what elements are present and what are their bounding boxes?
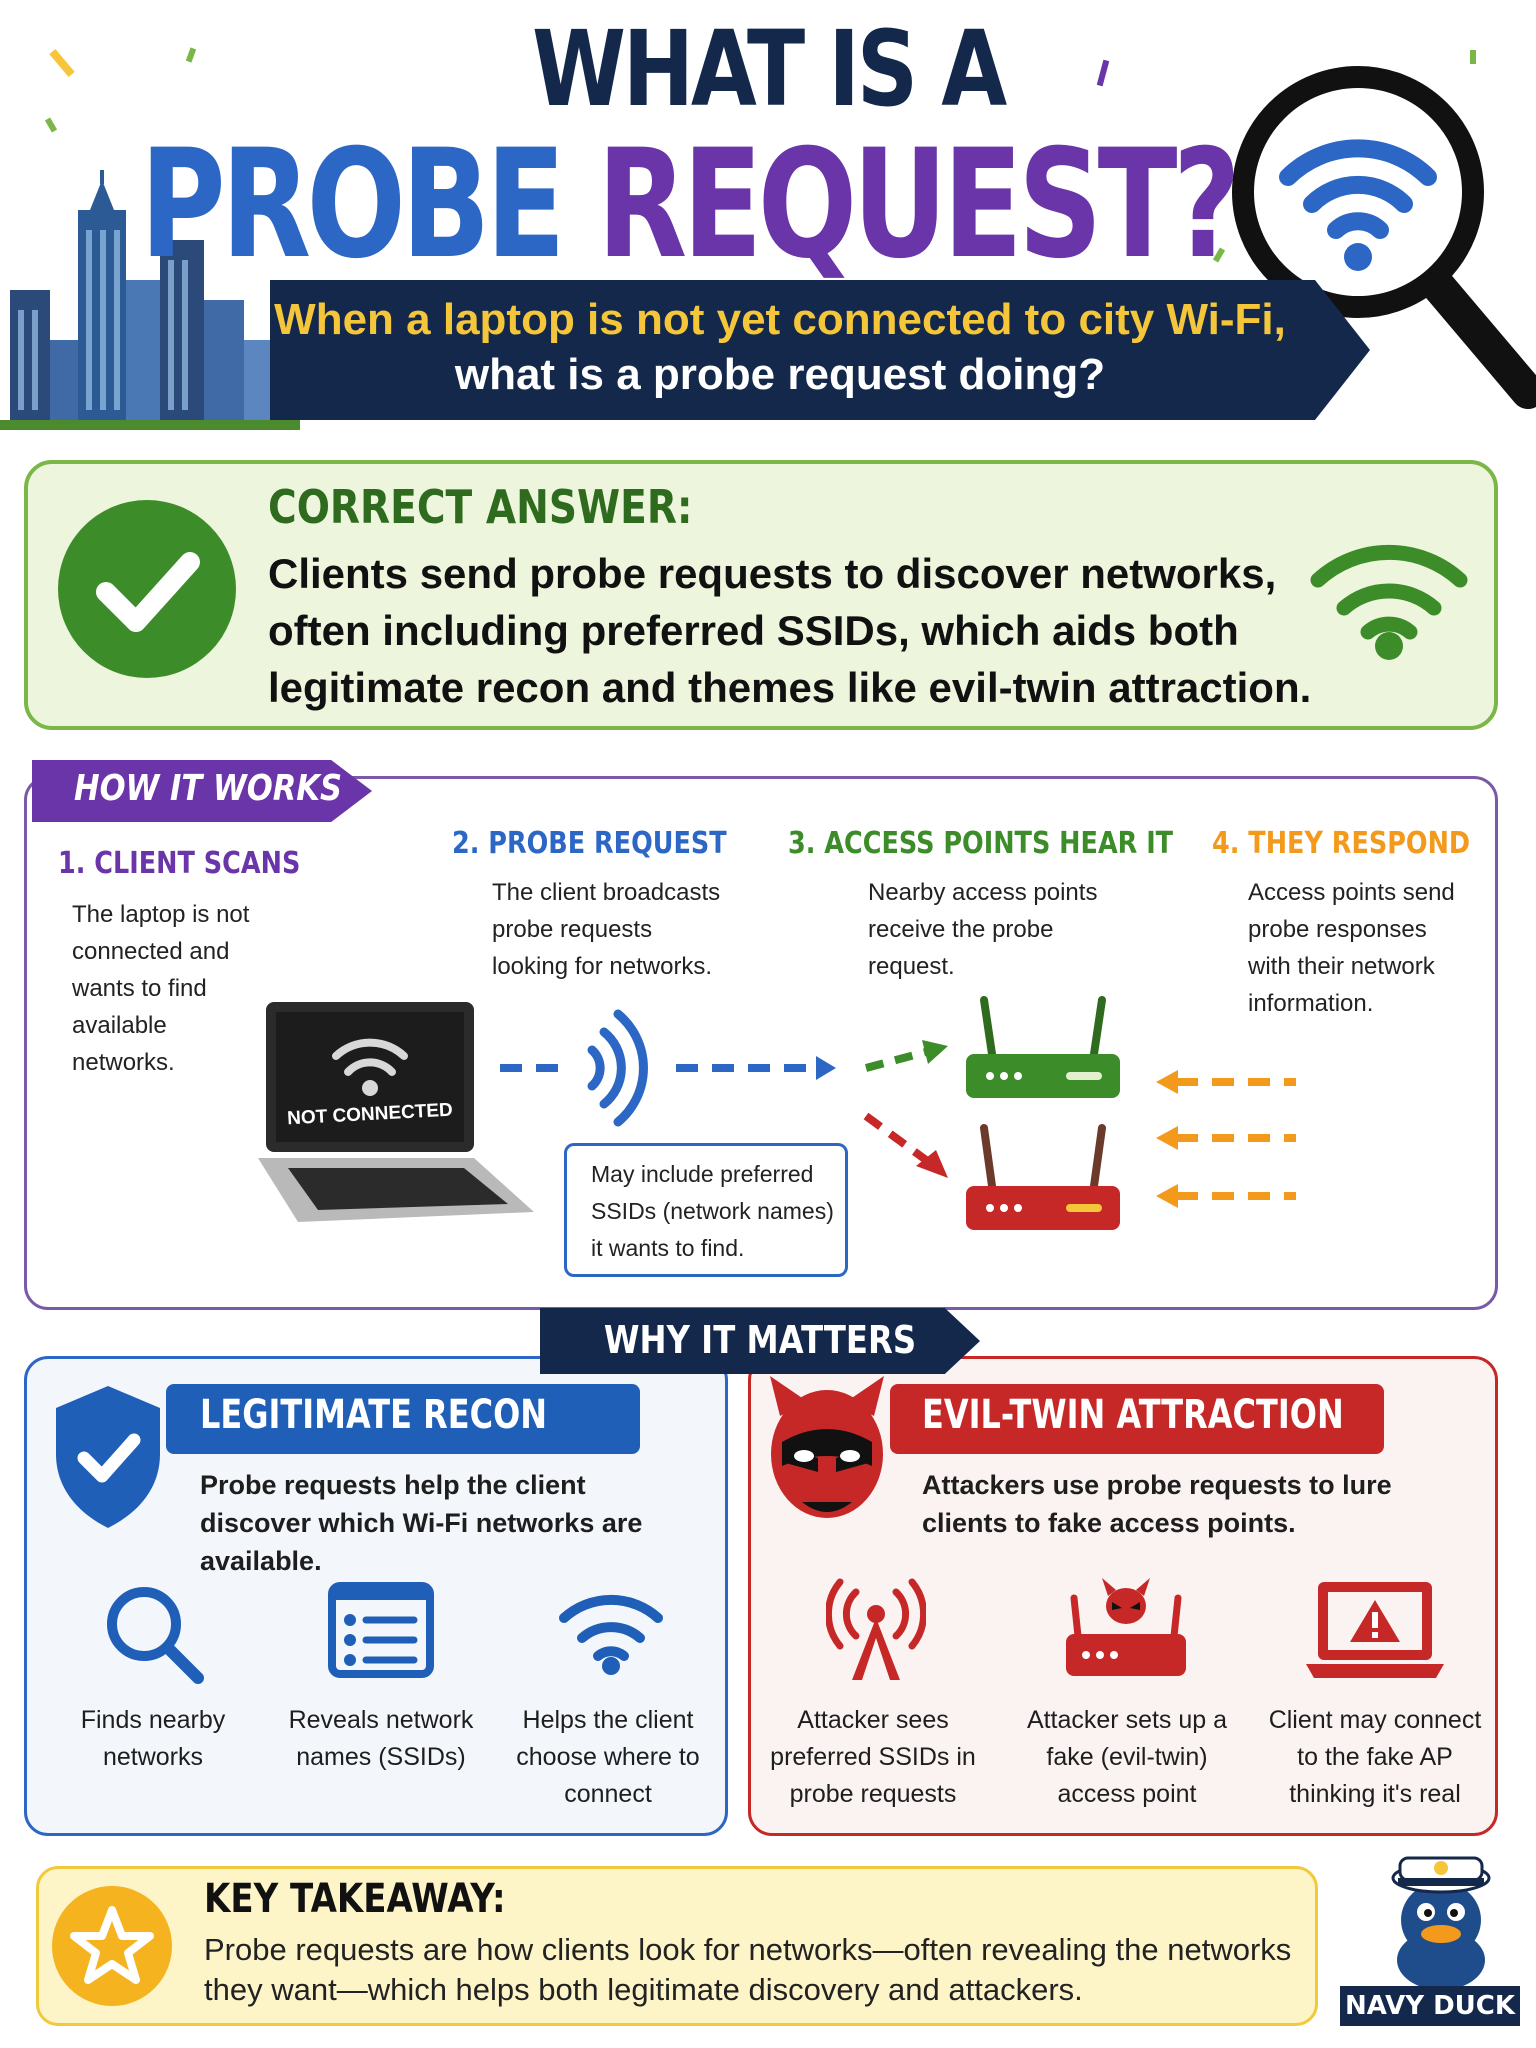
step-4-text: Access points send probe responses with …	[1248, 879, 1455, 1017]
evil-item-3: Client may connect to the fake AP thinki…	[1268, 1706, 1482, 1808]
step-3-title: 3. ACCESS POINTS HEAR IT	[788, 826, 1174, 861]
legitimate-recon-desc: Probe requests help the client discover …	[200, 1470, 643, 1576]
magnifier-wifi-icon	[1232, 66, 1536, 409]
router-red-icon	[966, 1124, 1120, 1230]
why-it-matters-label: WHY IT MATTERS	[603, 1318, 917, 1362]
correct-answer-panel	[24, 460, 1498, 730]
subtitle-banner	[270, 280, 1370, 420]
shield-check-icon	[56, 1386, 160, 1528]
star-icon	[52, 1886, 172, 2006]
search-icon	[107, 1587, 204, 1684]
title-request: REQUEST?	[597, 118, 1241, 292]
how-it-works-tab	[32, 760, 372, 822]
legit-item-2: Reveals network names (SSIDs)	[288, 1706, 474, 1771]
legit-item-1: Finds nearby networks	[80, 1706, 226, 1771]
confetti-decoration	[44, 47, 1476, 263]
legitimate-recon-tab	[166, 1384, 640, 1454]
laptop-warning-icon	[1306, 1582, 1444, 1678]
evil-twin-title: EVIL-TWIN ATTRACTION	[922, 1392, 1344, 1438]
evil-twin-desc: Attackers use probe requests to lure cli…	[922, 1470, 1392, 1538]
evil-router-icon	[1066, 1578, 1186, 1676]
step-2-text: The client broadcasts probe requests loo…	[492, 879, 721, 980]
list-icon	[328, 1582, 434, 1678]
correct-answer-text: Clients send probe requests to discover …	[268, 550, 1312, 711]
wifi-icon	[1310, 544, 1468, 660]
correct-answer-label: CORRECT ANSWER:	[268, 480, 693, 534]
router-green-icon	[966, 996, 1120, 1098]
title-line-1: WHAT IS A	[531, 8, 1007, 130]
antenna-tower-icon	[826, 1578, 926, 1680]
legitimate-recon-title: LEGITIMATE RECON	[200, 1392, 548, 1438]
subtitle-line-1: When a laptop is not yet connected to ci…	[274, 295, 1286, 344]
ssid-note-callout: May include preferred SSIDs (network nam…	[564, 1143, 848, 1277]
evil-item-2: Attacker sets up a fake (evil-twin) acce…	[1026, 1706, 1228, 1808]
city-skyline-illustration	[0, 170, 300, 430]
devil-icon	[770, 1376, 884, 1518]
laptop-illustration	[258, 1002, 534, 1222]
check-icon	[58, 500, 236, 678]
step-3-text: Nearby access points receive the probe r…	[868, 879, 1098, 980]
legit-item-3: Helps the client choose where to connect	[516, 1706, 700, 1808]
probe-signal-arrows	[500, 1009, 1296, 1208]
subtitle-line-2: what is a probe request doing?	[454, 350, 1106, 399]
key-takeaway-panel	[36, 1866, 1318, 2026]
step-4-title: 4. THEY RESPOND	[1212, 826, 1471, 861]
step-1-title: 1. CLIENT SCANS	[58, 846, 301, 881]
brand-label: NAVY DUCK	[1340, 1986, 1520, 2026]
title-probe: PROBE	[140, 118, 566, 292]
evil-twin-tab	[890, 1384, 1384, 1454]
key-takeaway-text: Probe requests are how clients look for …	[204, 1932, 1292, 2007]
why-it-matters-tab	[540, 1308, 980, 1374]
key-takeaway-label: KEY TAKEAWAY:	[204, 1876, 506, 1922]
title-line-2: PROBE REQUEST?	[140, 118, 1241, 292]
wifi-icon	[559, 1594, 663, 1675]
step-2-title: 2. PROBE REQUEST	[452, 826, 727, 861]
step-1-text: The laptop is not connected and wants to…	[72, 901, 250, 1076]
evil-item-1: Attacker sees preferred SSIDs in probe r…	[770, 1706, 976, 1808]
navy-duck-mascot	[1391, 1856, 1491, 1988]
how-it-works-label: HOW IT WORKS	[74, 768, 343, 809]
